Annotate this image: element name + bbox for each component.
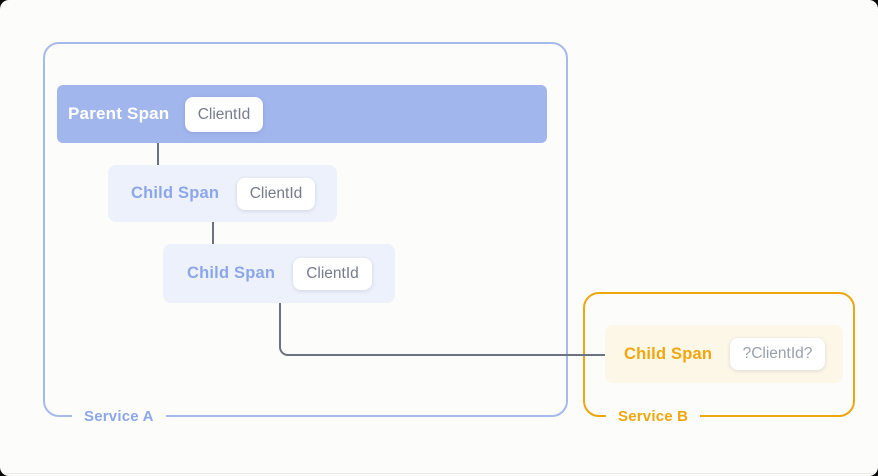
client-id-badge-child-1: ClientId xyxy=(237,178,315,210)
connector-child1-to-child2 xyxy=(212,222,214,245)
connector-parent-to-child1 xyxy=(157,143,159,166)
service-b-label: Service B xyxy=(606,406,701,428)
client-id-badge-child-2: ClientId xyxy=(293,258,372,290)
parent-span-node: Parent Span xyxy=(57,85,547,143)
connector-child2-to-serviceb-child xyxy=(279,303,608,356)
unknown-client-id-badge: ?ClientId? xyxy=(730,338,825,370)
service-a-label: Service A xyxy=(72,406,166,428)
parent-span-label: Parent Span xyxy=(68,104,170,123)
client-id-badge-parent: ClientId xyxy=(185,97,263,132)
service-a-group-box xyxy=(43,42,568,417)
child-span-2-label: Child Span xyxy=(187,264,276,282)
service-b-child-span-label: Child Span xyxy=(624,344,713,363)
child-span-1-label: Child Span xyxy=(131,184,220,202)
bottom-edge-divider xyxy=(0,473,878,474)
